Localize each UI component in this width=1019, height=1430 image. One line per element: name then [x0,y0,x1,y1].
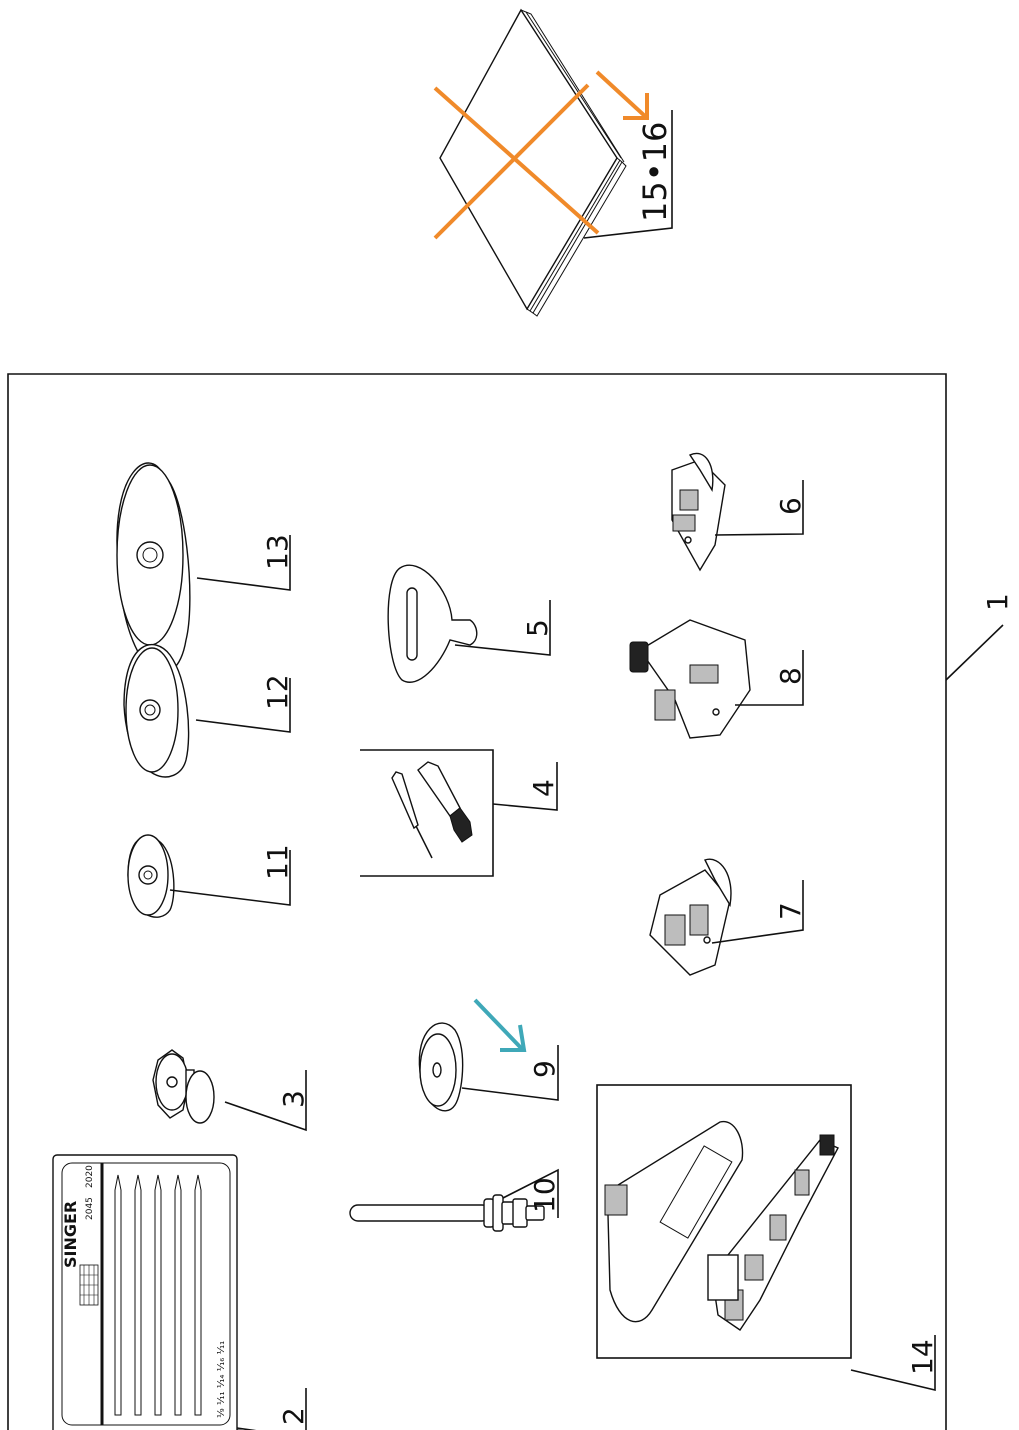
part-label-14: 14 [906,1339,939,1375]
part-label-12: 12 [261,674,294,710]
manual-book: 15•16 [433,8,674,317]
part-label-6: 6 [774,497,807,515]
presser-foot-8: 8 [629,619,807,739]
accessory-kit: 14 [596,1084,939,1392]
part-label-7: 7 [774,902,807,920]
part-label-8: 8 [774,667,807,685]
presser-foot-6: 6 [671,452,807,572]
needle-pack-model-b: 2045 [85,1197,95,1220]
book-label: 15•16 [636,122,674,222]
presser-foot-7: 7 [649,858,807,976]
spool-cap-medium: 12 [123,643,294,778]
part-label-2: 2 [277,1407,310,1425]
screwdriver-set: 4 [360,749,560,877]
part-label-9: 9 [528,1060,561,1078]
part-label-5: 5 [521,619,554,637]
spool-pin: 10 [349,1168,561,1232]
needles [114,1174,202,1416]
part-label-13: 13 [261,534,294,570]
teal-arrow-icon [473,998,527,1052]
spool-cap-large: 13 [116,462,294,674]
book-cover [439,8,618,311]
part-label-1: 1 [981,593,1014,611]
cross-line-1 [433,86,600,235]
part-label-10: 10 [528,1177,561,1213]
needle-pack-brand: SINGER [61,1201,80,1268]
part-label-11: 11 [261,844,294,880]
part-label-3: 3 [277,1090,310,1108]
needle-pack-sizes: ⅟₉ ⅟₁₁ ⅟₁₄ ⅟₁₆ ⅟₁₁ [216,1341,227,1418]
orange-arrow-icon [595,70,649,120]
spool-cap-small: 11 [127,834,294,918]
needle-pack-model-a: 2020 [85,1165,95,1188]
cross-line-2 [433,83,590,240]
screwdriver-key: 5 [387,564,554,683]
needle-pack-grid [79,1264,99,1306]
part-label-4: 4 [527,779,560,797]
accessory-box-frame: 1 [7,373,1014,1430]
bobbin: 3 [152,1049,310,1132]
felt-disc: 9 [418,998,561,1112]
needle-pack: SINGER 2020 2045 ⅟₉ ⅟₁₁ ⅟₁₄ ⅟₁₆ ⅟₁₁ 2 [52,1154,310,1430]
